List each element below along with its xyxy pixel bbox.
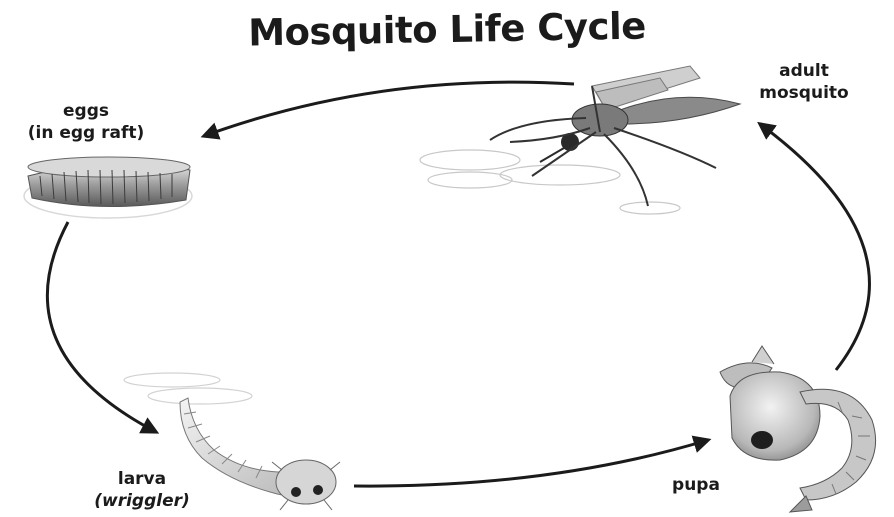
egg-raft-image (24, 157, 192, 218)
pupa-label: pupa (656, 474, 736, 496)
eggs-label-line1: eggs (6, 100, 166, 122)
adult-label-line1: adult (734, 60, 874, 82)
larva-label-line2: (wriggler) (72, 490, 212, 512)
adult-mosquito-label: adult mosquito (734, 60, 874, 104)
adult-label-line2: mosquito (734, 82, 874, 104)
pupa-label-line1: pupa (656, 474, 736, 496)
arrow-eggs-to-larva (47, 222, 156, 432)
eggs-label: eggs (in egg raft) (6, 100, 166, 144)
pupa-image (720, 346, 876, 512)
larva-label-line1: larva (72, 468, 212, 490)
arrow-larva-to-pupa (354, 440, 708, 486)
eggs-label-line2: (in egg raft) (6, 122, 166, 144)
adult-mosquito-image (420, 66, 740, 214)
larva-label: larva (wriggler) (72, 468, 212, 512)
arrow-pupa-to-adult (760, 124, 869, 370)
